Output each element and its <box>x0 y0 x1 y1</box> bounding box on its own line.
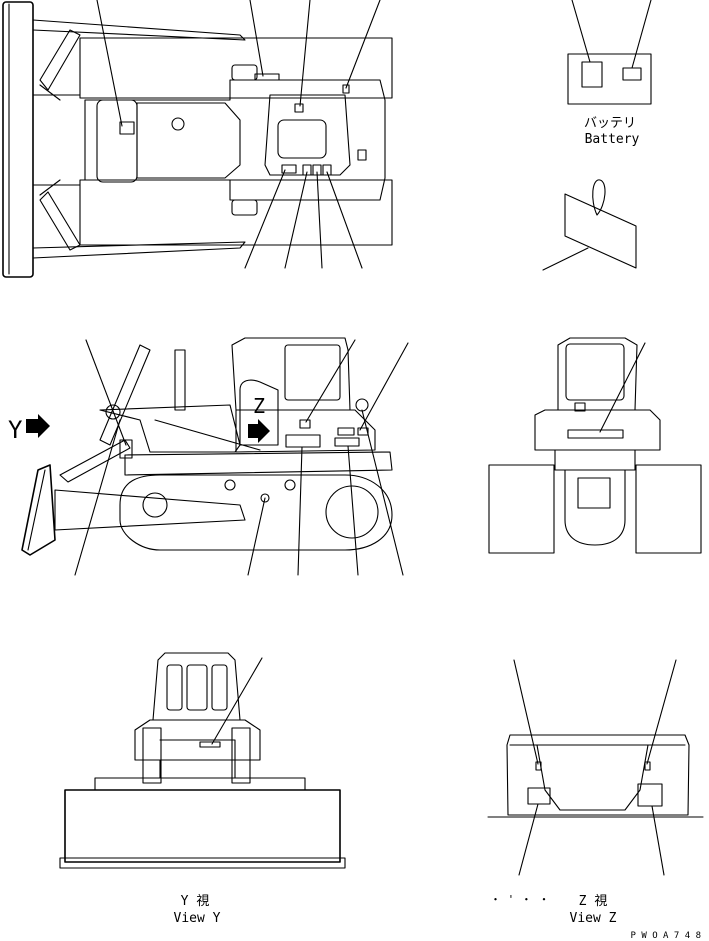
arrow-right-icon <box>248 419 270 443</box>
battery-drawing <box>542 0 652 271</box>
view-z-drawing <box>487 659 704 876</box>
battery-label-en: Battery <box>585 132 640 147</box>
side-marker-y: Y <box>8 416 23 444</box>
view-z-label-jp: Z 視 <box>579 894 608 909</box>
view-z-label-en: View Z <box>570 911 617 926</box>
view-z-marks: ・ ' ・ ・ <box>490 893 550 906</box>
side-marker-z: Z <box>253 394 265 418</box>
view-y-drawing <box>59 652 346 869</box>
view-y-label-en: View Y <box>174 911 221 926</box>
view-y-label-jp: Y 視 <box>181 894 210 909</box>
battery-label-jp: バッテリ <box>584 116 636 131</box>
drawing-code: P W O A 7 4 8 <box>631 931 701 941</box>
rear-view-drawing <box>488 337 702 554</box>
arrow-right-icon <box>26 414 50 438</box>
side-view-drawing <box>21 337 409 576</box>
top-view-drawing <box>2 0 393 278</box>
